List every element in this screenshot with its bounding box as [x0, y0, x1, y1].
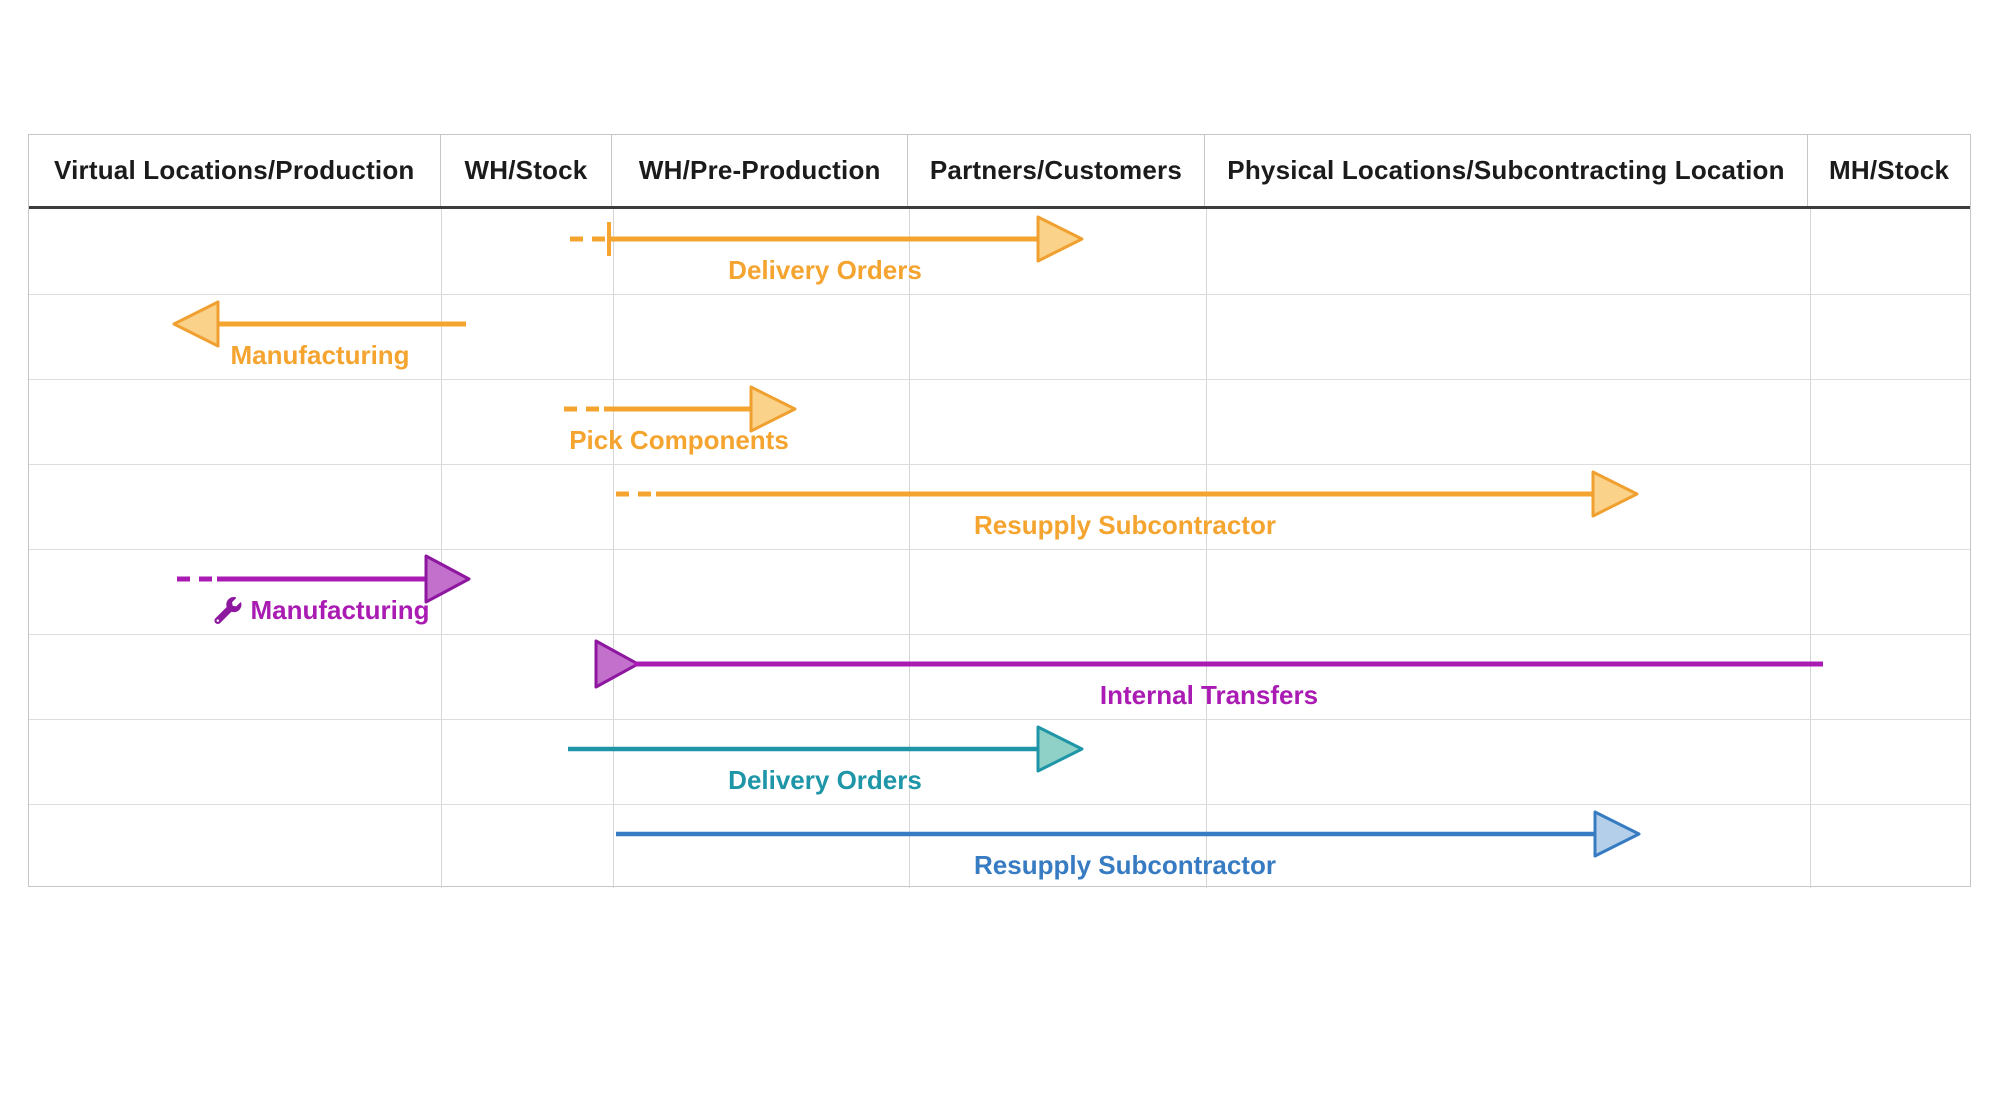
table-body-grid [29, 209, 1970, 888]
flow-label-pick-components: Pick Components [569, 424, 789, 456]
wrench-icon [214, 596, 242, 624]
grid-hline [29, 719, 1970, 720]
flow-label-text: Manufacturing [250, 595, 430, 625]
grid-vline [909, 209, 910, 888]
column-header-mh-stock: MH/Stock [1829, 155, 1950, 185]
grid-hline [29, 379, 1970, 380]
flow-label-text: Manufacturing [230, 340, 410, 370]
flow-label-text: Resupply Subcontractor [974, 510, 1276, 540]
flow-label-text: Internal Transfers [1099, 680, 1319, 710]
flow-label-manufacturing-orange: Manufacturing [230, 339, 409, 371]
grid-hline [29, 549, 1970, 550]
grid-vline [441, 209, 442, 888]
grid-vline [1810, 209, 1811, 888]
column-header-wh-pre-production: WH/Pre-Production [612, 135, 909, 206]
flow-label-delivery-orders-teal: Delivery Orders [728, 764, 922, 796]
flow-label-text: Resupply Subcontractor [974, 850, 1276, 880]
grid-hline [29, 294, 1970, 295]
flow-label-text: Pick Components [569, 425, 789, 455]
grid-vline [1206, 209, 1207, 888]
flow-label-text: Delivery Orders [728, 255, 922, 285]
flow-label-delivery-orders-orange: Delivery Orders [728, 254, 922, 286]
grid-hline [29, 804, 1970, 805]
flow-label-manufacturing-purple: Manufacturing [214, 594, 430, 626]
locations-table: Virtual Locations/Production WH/Stock WH… [28, 134, 1971, 888]
grid-hline [29, 634, 1970, 635]
table-header-row: Virtual Locations/Production WH/Stock WH… [29, 135, 1970, 209]
flow-label-resupply-subcontractor-blue: Resupply Subcontractor [974, 849, 1276, 881]
column-header-virtual-locations-production: Virtual Locations/Production [29, 135, 441, 206]
column-header-physical-locations-subcontracting: Physical Locations/Subcontracting Locati… [1205, 135, 1809, 206]
column-header-partners-customers: Partners/Customers [908, 135, 1205, 206]
column-header-wh-stock: WH/Stock [441, 135, 613, 206]
grid-hline [29, 464, 1970, 465]
flow-label-text: Delivery Orders [728, 765, 922, 795]
flow-label-resupply-subcontractor-orange: Resupply Subcontractor [974, 509, 1276, 541]
grid-vline [613, 209, 614, 888]
flow-label-internal-transfers: Internal Transfers [1100, 679, 1318, 711]
